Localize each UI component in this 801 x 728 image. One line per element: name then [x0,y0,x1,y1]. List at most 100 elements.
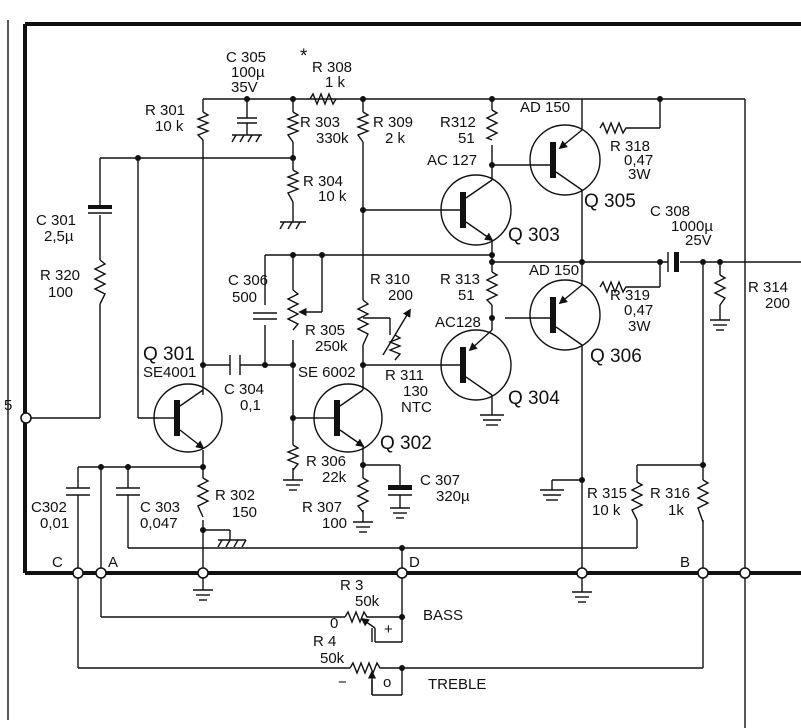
ground-icon [480,414,504,426]
capacitor-c305 [237,117,257,135]
value-c304: 0,1 [240,397,261,414]
label-r320: R 320 [40,267,80,284]
value-r4: 50k [320,650,345,667]
resistor-r309 [356,111,370,143]
ground-icon [353,521,373,533]
capacitor-c308 [667,252,679,272]
value-c303: 0,047 [140,515,178,532]
value-c301: 2,5µ [44,228,74,245]
label-c307: C 307 [420,472,460,489]
label-r319: R 319 [610,287,650,304]
label-r301: R 301 [145,102,185,119]
label-c305: C 305 [226,49,266,66]
type-r311: NTC [401,399,432,416]
terminal-c-label: C [52,554,63,571]
potentiometer-r3 [344,610,370,624]
ground-icon [710,319,730,331]
resistors [93,92,727,675]
label-q304: Q 304 [508,388,560,409]
value-r305: 250k [315,338,348,355]
transistor-q303 [440,174,512,246]
resistor-r311 [388,334,402,361]
label-bass: BASS [423,607,463,624]
label-c301: C 301 [36,212,76,229]
label-r306: R 306 [306,453,346,470]
resistor-r301 [196,111,210,141]
value-r312: 51 [458,130,475,147]
board-frame [7,20,801,720]
value-r303: 330k [316,130,349,147]
capacitor-c303 [116,487,140,496]
pot-plus-mark: + [384,621,393,638]
terminal-b-label: B [680,554,690,571]
value-r315: 10 k [592,502,621,519]
resistor-r303 [286,111,300,143]
value-r309: 2 k [385,130,406,147]
label-r316: R 316 [650,485,690,502]
label-r4: R 4 [313,633,336,650]
voltage-c308: 25V [685,232,712,249]
label-ad150-top: AD 150 [520,99,570,116]
label-r308: R 308 [312,59,352,76]
value-r306: 22k [322,469,347,486]
ground-icon [231,134,262,143]
junction-dots [98,96,723,671]
ground-symbols [193,134,730,603]
power-r319: 3W [628,318,651,335]
resistor-r313 [485,271,499,306]
resistor-r319 [599,280,630,294]
terminal-a-label: A [108,554,118,571]
label-c302: C302 [31,499,67,516]
label-r312: R312 [440,114,476,131]
transistor-q306 [529,279,601,351]
label-r315: R 315 [587,485,627,502]
transistor-q305 [525,124,601,196]
value-r311: 130 [403,383,428,400]
resistor-r306 [286,444,300,471]
ground-icon [540,489,564,501]
transistor-q304 [440,329,512,401]
label-r3: R 3 [340,577,363,594]
resistor-r308 [309,92,337,106]
value-r304: 10 k [318,188,347,205]
label-r311: R 311 [385,367,424,384]
capacitor-c302 [66,487,90,496]
label-treble: TREBLE [428,676,486,693]
label-c303: C 303 [140,499,180,516]
label-r314: R 314 [748,279,788,296]
label-r313: R 313 [440,271,480,288]
terminal-input-label: 5 [4,397,12,414]
terminal-d-label: D [409,554,420,571]
resistor-r302 [196,477,210,518]
label-ac128: AC128 [435,314,481,331]
label-c304: C 304 [224,381,264,398]
resistor-r305 [286,289,300,331]
resistor-r310 [356,299,370,346]
pot-o-mark: o [383,674,391,691]
label-q305: Q 305 [584,191,636,212]
resistor-r318 [599,121,630,135]
label-r318: R 318 [610,138,650,155]
resistor-r307 [356,477,370,513]
resistor-r312 [485,109,499,141]
value-r3: 50k [355,593,380,610]
voltage-c305: 35V [231,79,258,96]
label-r303: R 303 [300,114,340,131]
label-c308: C 308 [650,203,690,220]
value-r301: 10 k [155,118,184,135]
value-r320: 100 [48,284,73,301]
label-r302: R 302 [215,487,255,504]
value-c307: 320µ [436,488,470,505]
capacitor-c306 [253,312,277,320]
circuit-wiring [26,98,801,728]
label-r307: R 307 [302,499,342,516]
value-c302: 0,01 [40,515,69,532]
label-r305: R 305 [305,322,345,339]
label-r310: R 310 [370,271,410,288]
resistor-r314 [713,274,727,306]
value-r313: 51 [458,287,475,304]
capacitor-c304 [229,355,241,375]
value-c308: 1000µ [671,218,713,235]
label-q306: Q 306 [590,346,642,367]
